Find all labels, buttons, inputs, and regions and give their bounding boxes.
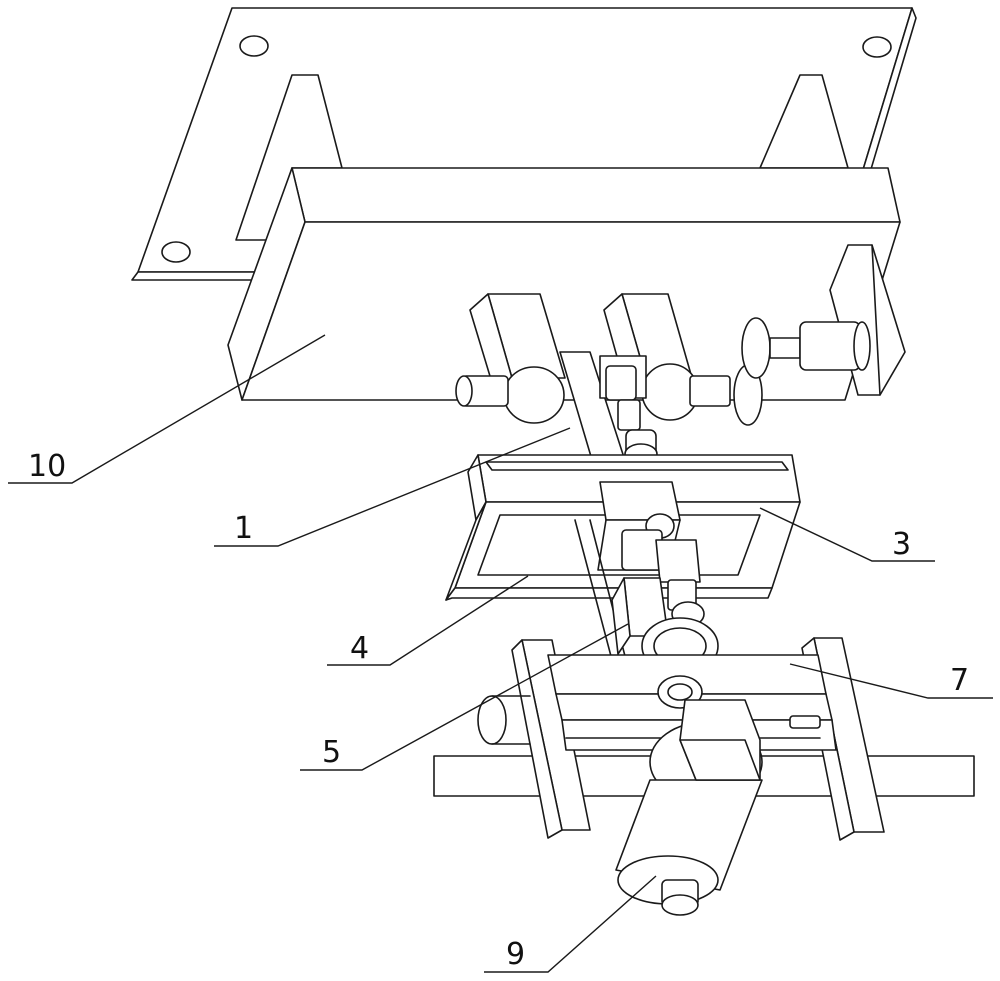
leader-4 bbox=[327, 575, 529, 666]
label-part-7: 7 bbox=[950, 663, 969, 698]
label-part-4: 4 bbox=[350, 631, 369, 666]
motor-unit bbox=[615, 699, 763, 916]
leader-9 bbox=[484, 875, 657, 973]
label-part-3: 3 bbox=[892, 527, 911, 562]
label-part-1: 1 bbox=[234, 511, 253, 546]
upper-drive-assembly bbox=[455, 293, 871, 471]
part-labels: 10 1 3 4 5 7 9 bbox=[28, 449, 969, 972]
label-part-5: 5 bbox=[322, 735, 341, 770]
leader-3 bbox=[759, 507, 935, 562]
label-part-9: 9 bbox=[506, 937, 525, 972]
leader-5 bbox=[300, 623, 629, 771]
leader-10 bbox=[8, 334, 326, 484]
label-part-10: 10 bbox=[28, 449, 66, 484]
leader-lines bbox=[8, 334, 993, 973]
leader-1 bbox=[214, 427, 571, 547]
leader-7 bbox=[789, 663, 993, 699]
main-housing-box bbox=[227, 167, 901, 401]
